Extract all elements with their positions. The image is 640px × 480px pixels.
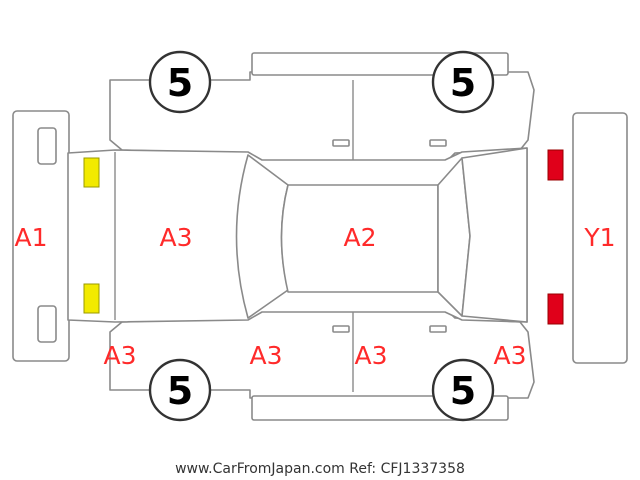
label-rear-left-lower: A3 xyxy=(493,341,526,370)
label-front-left-lower: A3 xyxy=(103,341,136,370)
label-hood: A3 xyxy=(159,223,192,252)
car-top-view xyxy=(67,147,528,323)
label-roof: A2 xyxy=(343,223,376,252)
rear-bumper xyxy=(572,112,628,364)
tire-front-right: 5 xyxy=(148,358,212,422)
rear-lamp-marker-bottom xyxy=(547,293,564,325)
tire-front-left-number: 5 xyxy=(167,61,193,105)
front-lamp-markers xyxy=(83,157,100,314)
rear-lamp-markers xyxy=(547,149,564,325)
tire-rear-right: 5 xyxy=(431,358,495,422)
label-left-rear-door-lower: A3 xyxy=(354,341,387,370)
caption-watermark: www.CarFromJapan.com Ref: CFJ1337358 xyxy=(175,461,465,477)
tire-rear-right-number: 5 xyxy=(450,369,476,413)
tire-rear-left-number: 5 xyxy=(450,61,476,105)
label-rear-bumper: Y1 xyxy=(583,223,615,252)
tire-rear-left: 5 xyxy=(431,50,495,114)
rear-lamp-marker-top xyxy=(547,149,564,181)
label-front-bumper: A1 xyxy=(14,223,47,252)
tire-front-right-number: 5 xyxy=(167,369,193,413)
tire-front-left: 5 xyxy=(148,50,212,114)
label-left-front-door-lower: A3 xyxy=(249,341,282,370)
car-side-top xyxy=(109,52,535,164)
front-lamp-marker-bottom xyxy=(83,283,100,314)
front-lamp-marker-top xyxy=(83,157,100,188)
